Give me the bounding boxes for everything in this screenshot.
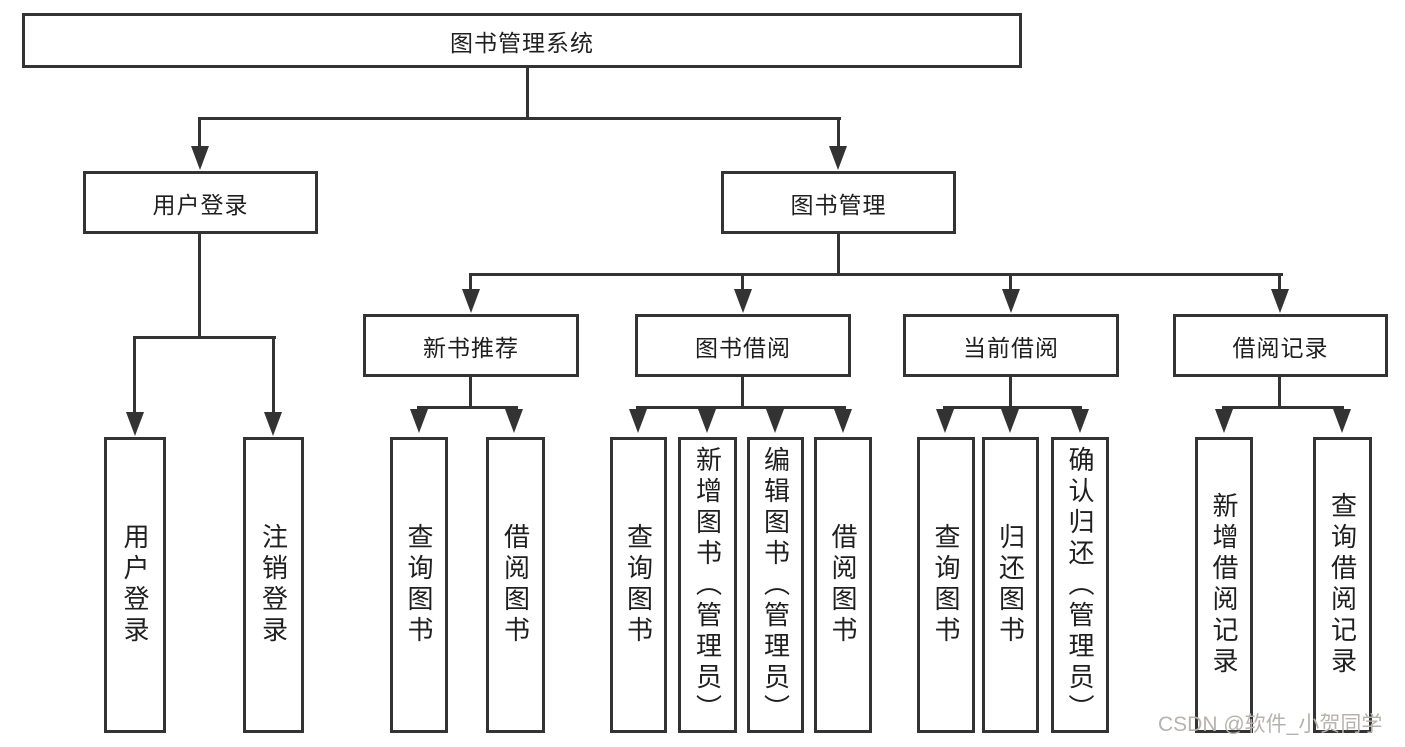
connector-line bbox=[1009, 377, 1012, 408]
leaf-logout: 注销登录 bbox=[243, 437, 304, 733]
leaf-recommend-borrow-book: 借阅图书 bbox=[486, 437, 545, 733]
leaf-logout-label: 注销登录 bbox=[258, 523, 289, 647]
arrow-down-icon bbox=[1001, 409, 1019, 433]
connector-line bbox=[133, 336, 276, 339]
leaf-current-query-book: 查询图书 bbox=[917, 437, 975, 733]
leaf-current-confirm-return: 确认归还（管理员） bbox=[1051, 437, 1109, 733]
leaf-record-query-record-label: 查询借阅记录 bbox=[1327, 492, 1358, 678]
leaf-borrow-edit-book: 编辑图书（管理员） bbox=[747, 437, 804, 733]
arrow-down-icon bbox=[629, 409, 647, 433]
node-new-book-recommend-label: 新书推荐 bbox=[423, 334, 519, 361]
connector-line bbox=[469, 273, 1283, 276]
connector-line bbox=[837, 234, 840, 276]
connector-line bbox=[469, 377, 472, 408]
node-root: 图书管理系统 bbox=[22, 13, 1022, 68]
connector-line bbox=[198, 234, 201, 339]
connector-line bbox=[1278, 273, 1281, 293]
connector-line bbox=[1278, 377, 1281, 408]
node-current-borrow-label: 当前借阅 bbox=[963, 334, 1059, 361]
node-user-login-label: 用户登录 bbox=[152, 191, 249, 218]
node-current-borrow: 当前借阅 bbox=[903, 314, 1119, 377]
connector-line bbox=[417, 406, 518, 409]
connector-line bbox=[272, 336, 275, 416]
arrow-down-icon bbox=[936, 409, 954, 433]
connector-line bbox=[741, 377, 744, 408]
connector-line bbox=[636, 406, 846, 409]
leaf-borrow-query-book-label: 查询图书 bbox=[623, 523, 654, 647]
arrow-down-icon bbox=[126, 412, 144, 436]
leaf-borrow-borrow-book-label: 借阅图书 bbox=[828, 523, 858, 647]
connector-line bbox=[526, 68, 529, 118]
leaf-record-add-record: 新增借阅记录 bbox=[1195, 437, 1253, 733]
connector-line bbox=[198, 117, 841, 120]
arrow-down-icon bbox=[1271, 289, 1289, 313]
node-book-borrow-label: 图书借阅 bbox=[695, 334, 791, 361]
connector-line bbox=[198, 117, 201, 150]
node-new-book-recommend: 新书推荐 bbox=[363, 314, 579, 377]
arrow-down-icon bbox=[829, 146, 847, 170]
leaf-borrow-query-book: 查询图书 bbox=[610, 437, 667, 733]
arrow-down-icon bbox=[834, 409, 852, 433]
connector-line bbox=[1009, 273, 1012, 293]
leaf-recommend-borrow-book-label: 借阅图书 bbox=[500, 523, 531, 647]
arrow-down-icon bbox=[191, 146, 209, 170]
arrow-down-icon bbox=[1002, 289, 1020, 313]
leaf-user-login-label: 用户登录 bbox=[120, 523, 150, 647]
connector-line bbox=[837, 117, 840, 150]
arrow-down-icon bbox=[462, 289, 480, 313]
connector-line bbox=[1222, 406, 1344, 409]
connector-line bbox=[469, 273, 472, 293]
leaf-user-login: 用户登录 bbox=[104, 437, 166, 733]
connector-line bbox=[943, 406, 1082, 409]
arrow-down-icon bbox=[766, 409, 784, 433]
leaf-recommend-query-book-label: 查询图书 bbox=[404, 523, 434, 647]
node-borrow-record: 借阅记录 bbox=[1173, 314, 1388, 377]
leaf-current-return-book: 归还图书 bbox=[982, 437, 1039, 733]
leaf-record-add-record-label: 新增借阅记录 bbox=[1209, 492, 1239, 678]
node-book-management: 图书管理 bbox=[721, 171, 956, 234]
node-root-label: 图书管理系统 bbox=[450, 29, 594, 56]
leaf-borrow-add-book-label: 新增图书（管理员） bbox=[692, 445, 723, 725]
connector-line bbox=[133, 336, 136, 416]
node-book-management-label: 图书管理 bbox=[790, 191, 887, 218]
node-borrow-record-label: 借阅记录 bbox=[1232, 334, 1329, 361]
leaf-borrow-add-book: 新增图书（管理员） bbox=[678, 437, 737, 733]
arrow-down-icon bbox=[264, 412, 282, 436]
arrow-down-icon bbox=[1071, 409, 1089, 433]
arrow-down-icon bbox=[1215, 409, 1233, 433]
leaf-borrow-borrow-book: 借阅图书 bbox=[814, 437, 872, 733]
node-book-borrow: 图书借阅 bbox=[635, 314, 851, 377]
node-user-login: 用户登录 bbox=[83, 171, 318, 234]
arrow-down-icon bbox=[505, 409, 523, 433]
arrow-down-icon bbox=[698, 409, 716, 433]
leaf-borrow-edit-book-label: 编辑图书（管理员） bbox=[760, 445, 791, 725]
arrow-down-icon bbox=[734, 289, 752, 313]
arrow-down-icon bbox=[1333, 409, 1351, 433]
watermark: CSDN @软件_小贺同学 bbox=[1158, 713, 1383, 736]
leaf-current-return-book-label: 归还图书 bbox=[995, 523, 1026, 647]
leaf-recommend-query-book: 查询图书 bbox=[390, 437, 448, 733]
arrow-down-icon bbox=[410, 409, 428, 433]
leaf-current-confirm-return-label: 确认归还（管理员） bbox=[1065, 445, 1095, 725]
leaf-record-query-record: 查询借阅记录 bbox=[1313, 437, 1372, 733]
connector-line bbox=[741, 273, 744, 293]
leaf-current-query-book-label: 查询图书 bbox=[931, 523, 961, 647]
